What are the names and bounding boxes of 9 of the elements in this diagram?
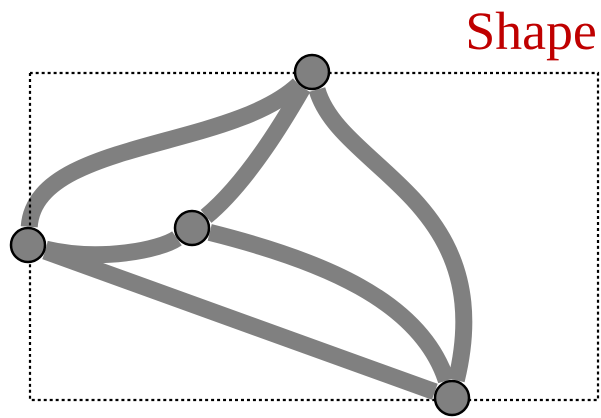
edge-line — [200, 84, 310, 223]
edge-line — [309, 86, 472, 382]
edge-line — [44, 230, 182, 264]
vertex — [434, 380, 470, 416]
vertex — [10, 226, 46, 264]
edge-line — [208, 224, 454, 384]
vertex — [174, 210, 210, 246]
vertex — [294, 54, 330, 90]
title: Shape — [468, 12, 595, 60]
